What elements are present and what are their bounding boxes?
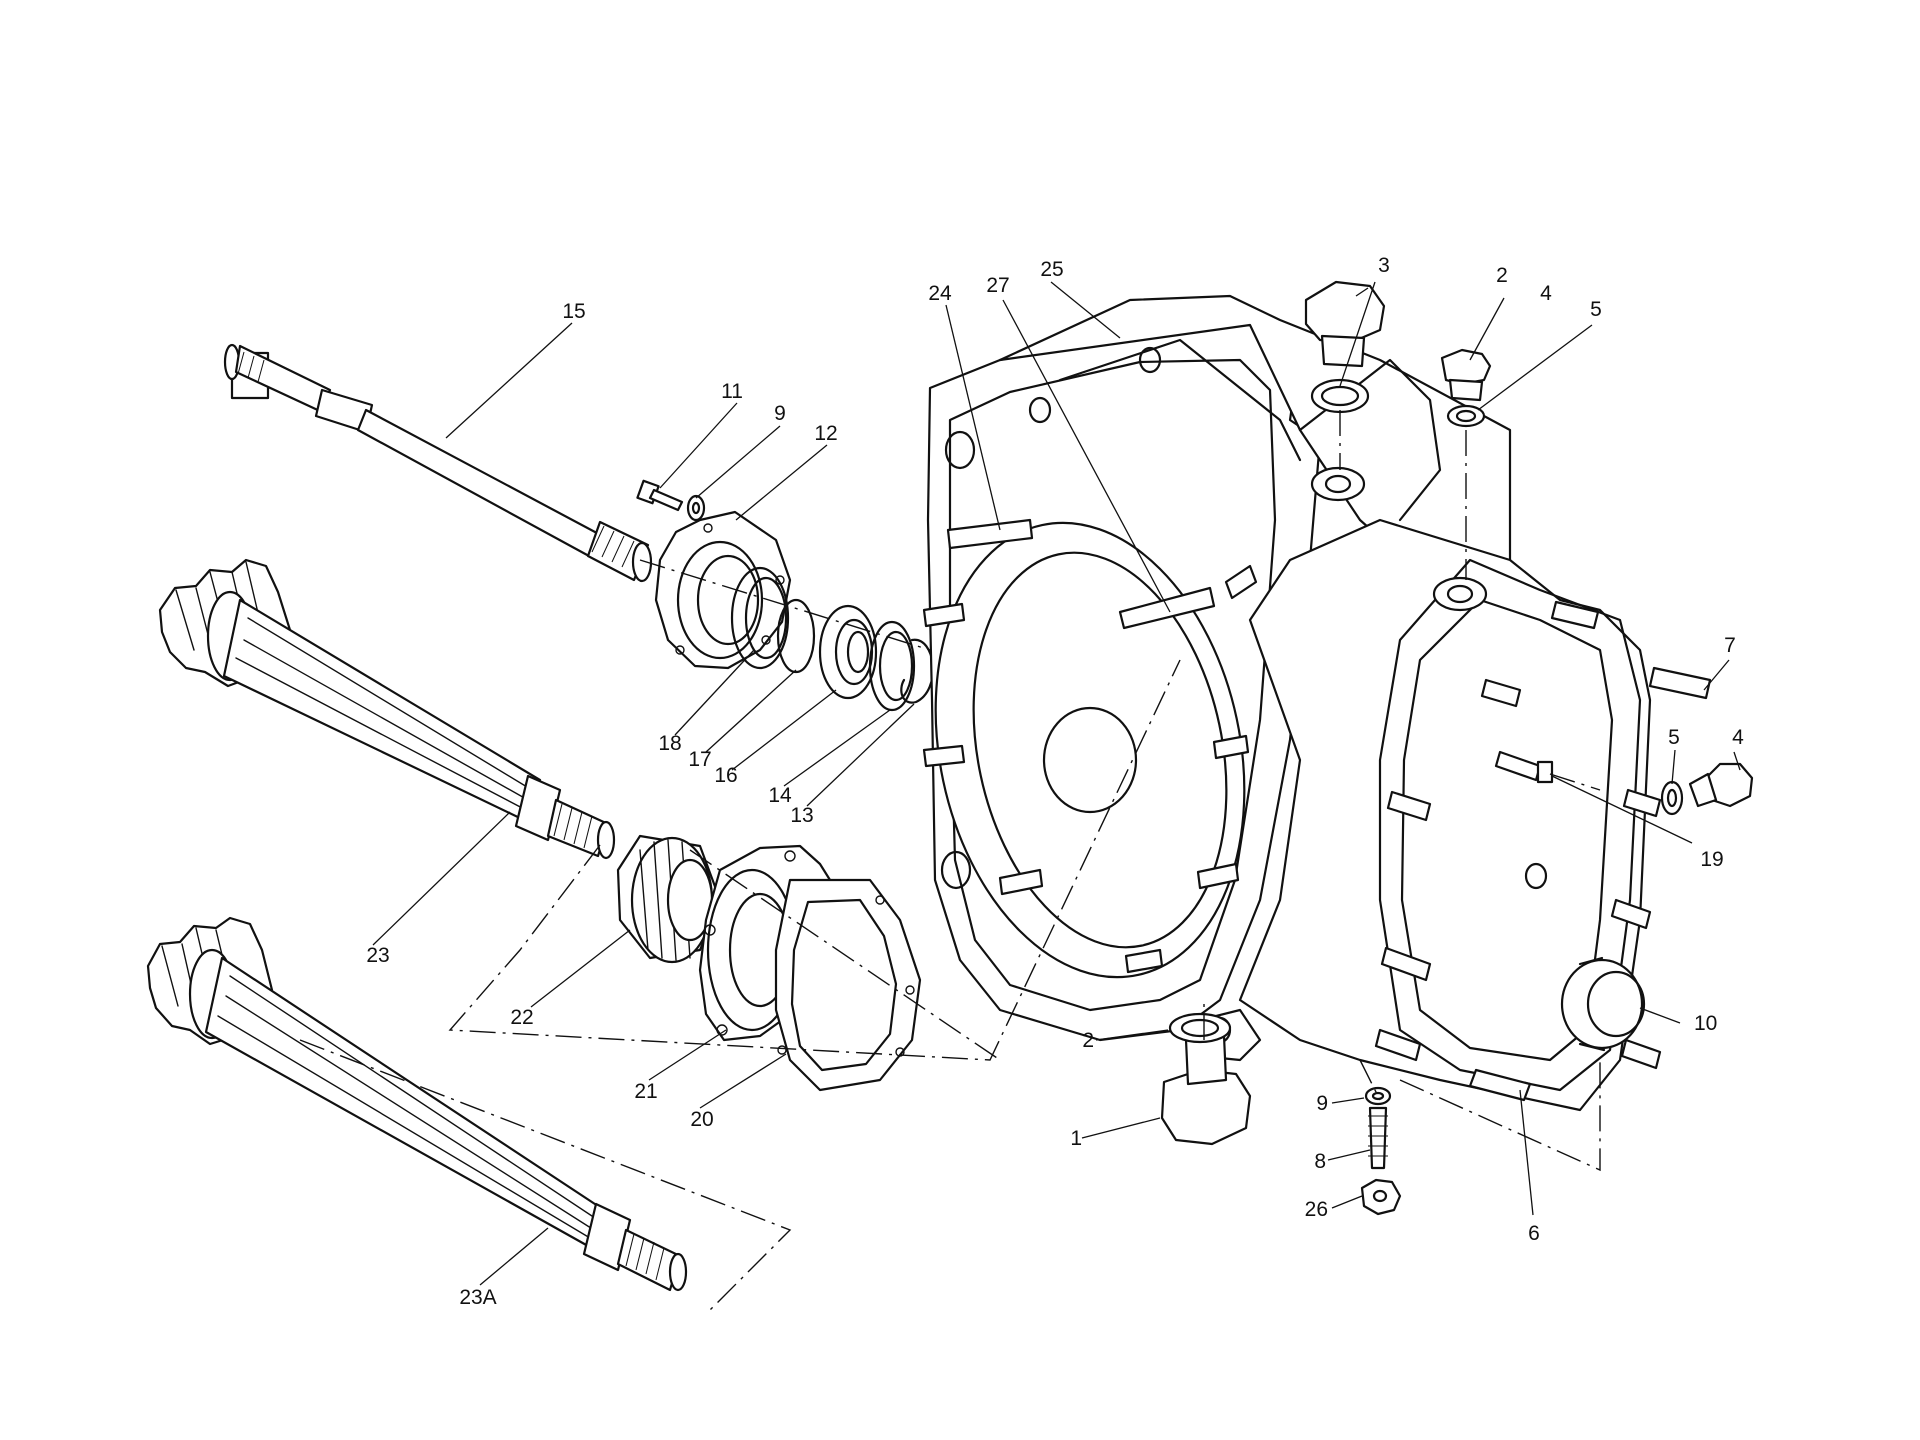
bearing-part-16: [818, 604, 878, 700]
callout-7: 7: [1724, 634, 1736, 657]
callout-11: 11: [721, 380, 743, 403]
callout-20: 20: [690, 1108, 713, 1131]
plug-part-4-top: [1440, 348, 1492, 402]
callout-25: 25: [1040, 258, 1063, 281]
taper-bearing-part-22: [616, 834, 722, 964]
callout-4-top: 4: [1540, 282, 1552, 305]
nut-part-26: [1360, 1178, 1402, 1216]
callout-1: 1: [1070, 1127, 1082, 1150]
callout-26: 26: [1305, 1198, 1328, 1221]
callout-13: 13: [790, 804, 813, 827]
stud-part-24: [946, 518, 1034, 550]
callout-18: 18: [658, 732, 681, 755]
differential-casing-part: [926, 294, 1652, 1112]
callout-16: 16: [714, 764, 737, 787]
stud-part-6: [1468, 1068, 1532, 1102]
flange-part-12: [654, 510, 792, 670]
callout-15: 15: [562, 300, 585, 323]
callout-8: 8: [1314, 1150, 1326, 1173]
callout-24: 24: [928, 282, 952, 305]
stud-part-27: [1118, 586, 1216, 630]
studs-generic: [922, 564, 1662, 1070]
callout-5-side: 5: [1668, 726, 1680, 749]
washer-part-9-bottom: [1364, 1086, 1392, 1106]
callout-labels: 1 2 2 3 4 4 5 5 6 7 8 9 9 10 11 12 13 14…: [366, 254, 1744, 1309]
callout-6: 6: [1528, 1222, 1540, 1245]
washer-part-5-side: [1660, 780, 1684, 816]
callout-3: 3: [1378, 254, 1390, 277]
drain-plug-part-1: [1160, 1034, 1252, 1146]
pinion-shaft-part-23A: [146, 916, 688, 1292]
callout-22: 22: [510, 1006, 533, 1029]
shim-ring-part-20: [774, 878, 922, 1092]
screw-part-19: [1494, 750, 1554, 784]
washer-part-9-top: [686, 494, 706, 522]
bush-part-10: [1560, 956, 1646, 1052]
callout-10: 10: [1694, 1012, 1717, 1035]
washer-part-2-top: [1310, 378, 1370, 414]
callout-17: 17: [688, 748, 711, 771]
callout-4-side: 4: [1732, 726, 1744, 749]
stud-part-7: [1648, 666, 1712, 700]
ring-part-17: [776, 598, 816, 674]
assembly-center-lines: [299, 410, 1601, 1311]
callout-9-bottom: 9: [1316, 1092, 1328, 1115]
pinion-shaft-part-23: [158, 558, 616, 860]
seal-ring-part-18: [730, 566, 790, 670]
stud-part-8: [1368, 1106, 1388, 1170]
plug-part-4-side: [1688, 762, 1754, 808]
plug-part-3: [1304, 280, 1386, 368]
callout-2-bottom: 2: [1082, 1029, 1094, 1052]
leader-lines: [372, 281, 1741, 1286]
ring-part-14: [868, 620, 916, 712]
output-shaft-part: [223, 343, 653, 583]
callout-12: 12: [814, 422, 837, 445]
callout-27: 27: [986, 274, 1009, 297]
callout-23: 23: [366, 944, 389, 967]
callout-21: 21: [634, 1080, 657, 1103]
circlip-part-13: [900, 638, 935, 704]
callout-5-top: 5: [1590, 298, 1602, 321]
washer-part-5-top: [1446, 404, 1486, 428]
washer-part-2-bottom: [1168, 1012, 1232, 1044]
callout-9-top: 9: [774, 402, 786, 425]
screw-part-11: [636, 479, 684, 512]
callout-23A: 23A: [459, 1286, 496, 1309]
callout-19: 19: [1700, 848, 1723, 871]
callout-2-top: 2: [1496, 264, 1508, 287]
callout-14: 14: [768, 784, 792, 807]
